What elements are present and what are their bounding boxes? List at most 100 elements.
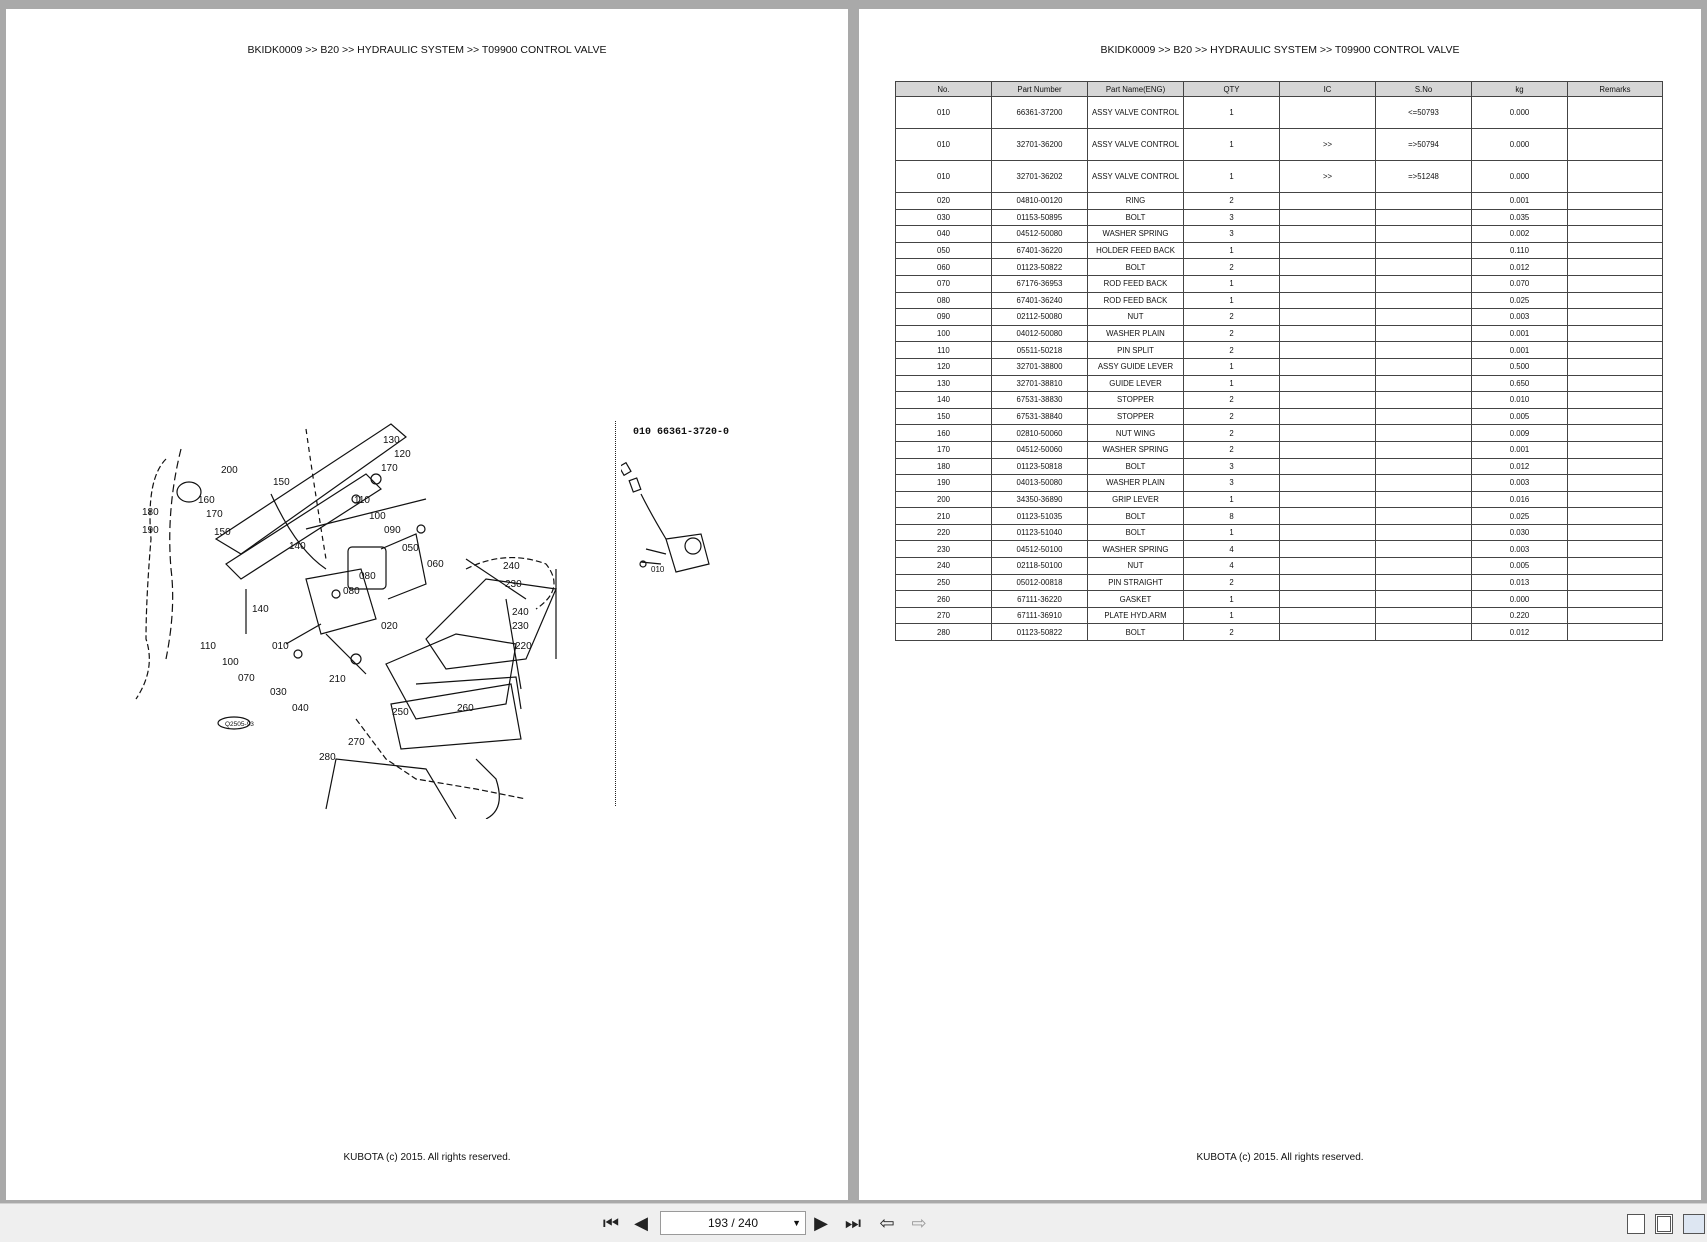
cell-ic (1279, 623, 1376, 642)
cell-sno (1375, 557, 1472, 575)
cell-qty: 1 (1183, 490, 1280, 509)
cell-qty: 2 (1183, 440, 1280, 459)
svg-text:230: 230 (512, 621, 529, 632)
svg-text:110: 110 (200, 641, 216, 652)
facing-pages-view-icon[interactable] (1683, 1214, 1705, 1234)
svg-text:010: 010 (651, 565, 665, 574)
cell-no: 010 (895, 128, 992, 161)
cell-qty: 1 (1183, 160, 1280, 193)
cell-part-number: 02810-50060 (991, 424, 1088, 442)
cell-ic (1279, 391, 1376, 409)
first-page-icon[interactable]: ⏮ (602, 1213, 620, 1233)
cell-qty: 1 (1183, 523, 1280, 542)
cell-sno: =>51248 (1375, 160, 1472, 193)
svg-text:150: 150 (214, 527, 231, 538)
parts-table: No. Part Number Part Name(ENG) QTY IC S.… (895, 81, 1663, 642)
cell-qty: 3 (1183, 457, 1280, 476)
cell-no: 100 (895, 324, 992, 343)
cell-kg: 0.220 (1471, 606, 1568, 625)
svg-text:080: 080 (359, 571, 376, 582)
cell-kg: 0.001 (1471, 324, 1568, 343)
cell-part-number: 32701-36200 (991, 128, 1088, 161)
cell-qty: 3 (1183, 225, 1280, 243)
cell-part-number: 04512-50100 (991, 540, 1088, 559)
cell-kg: 0.005 (1471, 557, 1568, 575)
cell-no: 230 (895, 540, 992, 559)
svg-text:110: 110 (354, 495, 370, 506)
cell-sno (1375, 274, 1472, 293)
cell-qty: 1 (1183, 606, 1280, 625)
go-forward-view-icon[interactable]: ⇨ (911, 1213, 927, 1233)
svg-text:090: 090 (384, 525, 401, 536)
last-page-icon[interactable]: ⏭ (844, 1213, 862, 1233)
cell-kg: 0.005 (1471, 407, 1568, 426)
cell-qty: 1 (1183, 241, 1280, 260)
cell-kg: 0.012 (1471, 258, 1568, 276)
cell-kg: 0.003 (1471, 308, 1568, 326)
cell-part-name: NUT (1087, 308, 1184, 326)
right-page: BKIDK0009 >> B20 >> HYDRAULIC SYSTEM >> … (859, 9, 1701, 1200)
cell-sno (1375, 241, 1472, 260)
cell-part-number: 02112-50080 (991, 308, 1088, 326)
cell-no: 050 (895, 241, 992, 260)
cell-remarks (1567, 241, 1663, 260)
cell-remarks (1567, 128, 1663, 161)
cell-sno (1375, 457, 1472, 476)
cell-no: 170 (895, 440, 992, 459)
cell-ic (1279, 440, 1376, 459)
cell-remarks (1567, 324, 1663, 343)
cell-ic (1279, 407, 1376, 426)
cell-sno (1375, 308, 1472, 326)
cell-ic (1279, 573, 1376, 592)
cell-part-number: 02118-50100 (991, 557, 1088, 575)
single-page-view-icon[interactable] (1627, 1214, 1645, 1234)
cell-ic (1279, 523, 1376, 542)
svg-text:100: 100 (222, 657, 239, 668)
cell-ic (1279, 540, 1376, 559)
next-page-icon[interactable]: ▶ (814, 1213, 828, 1233)
svg-text:180: 180 (142, 507, 159, 518)
cell-part-name: RING (1087, 192, 1184, 210)
cell-ic (1279, 96, 1376, 129)
cell-kg: 0.025 (1471, 507, 1568, 525)
continuous-view-icon[interactable] (1655, 1214, 1673, 1234)
cell-qty: 8 (1183, 507, 1280, 525)
cell-ic (1279, 291, 1376, 310)
col-header-ic: IC (1279, 81, 1376, 97)
cell-part-number: 32701-36202 (991, 160, 1088, 193)
previous-page-icon[interactable]: ◀ (634, 1213, 648, 1233)
cell-part-name: BOLT (1087, 623, 1184, 642)
svg-text:210: 210 (329, 674, 346, 685)
cell-ic (1279, 208, 1376, 227)
col-header-remarks: Remarks (1567, 81, 1663, 97)
cell-kg: 0.000 (1471, 160, 1568, 193)
cell-part-name: WASHER PLAIN (1087, 474, 1184, 492)
dropdown-icon[interactable]: ▼ (792, 1218, 801, 1228)
svg-text:050: 050 (402, 543, 419, 554)
cell-part-number: 32701-38800 (991, 357, 1088, 376)
cell-remarks (1567, 96, 1663, 129)
cell-qty: 2 (1183, 341, 1280, 359)
cell-part-number: 67176-36953 (991, 274, 1088, 293)
page-number-input[interactable]: 193 / 240 ▼ (660, 1211, 806, 1235)
cell-no: 250 (895, 573, 992, 592)
svg-text:120: 120 (394, 449, 411, 460)
cell-qty: 3 (1183, 474, 1280, 492)
svg-text:140: 140 (289, 541, 306, 552)
cell-sno (1375, 258, 1472, 276)
cell-kg: 0.001 (1471, 192, 1568, 210)
cell-kg: 0.035 (1471, 208, 1568, 227)
cell-sno: =>50794 (1375, 128, 1472, 161)
cell-remarks (1567, 606, 1663, 625)
svg-text:230: 230 (505, 579, 522, 590)
go-back-view-icon[interactable]: ⇦ (879, 1213, 895, 1233)
svg-text:100: 100 (369, 511, 386, 522)
